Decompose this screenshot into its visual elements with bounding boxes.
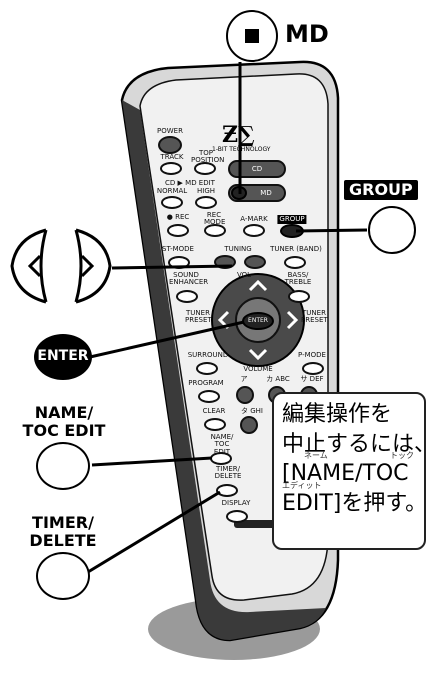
tuner-preset-right-label: TUNER PRESET (301, 309, 328, 325)
note-line2: 中止するには、 (282, 431, 430, 457)
normal-button[interactable] (161, 196, 183, 209)
brand-logo: Ƶ∑ (222, 122, 255, 148)
surround-button[interactable] (196, 362, 218, 375)
rec-mode-button[interactable] (204, 224, 226, 237)
top-position-button[interactable] (194, 162, 216, 175)
group-callout (368, 206, 416, 254)
name-toc-label-line2: TOC EDIT (22, 420, 106, 440)
rec-mode-label: REC MODE (204, 211, 226, 227)
timer-label-line1: TIMER/ (32, 513, 94, 532)
st-mode-label: ST-MODE (162, 245, 194, 253)
name-toc-label-line1: NAME/ (34, 403, 94, 422)
program-button[interactable] (198, 390, 220, 403)
note-box: 編集操作を 中止するには、 [NAME/TOC ネーム トック EDIT]を押す… (272, 392, 430, 550)
remote-side-edge (122, 100, 326, 640)
cd-label: CD (251, 165, 263, 173)
key-a-label: ア (240, 375, 248, 383)
name-toc-label: NAME/ TOC EDIT (0, 404, 128, 439)
enter-label-remote: ENTER (248, 317, 268, 324)
note-line1: 編集操作を (282, 402, 393, 427)
timer-delete-label: TIMER/ DELETE (8, 514, 118, 549)
power-button[interactable] (158, 136, 182, 154)
high-label: HIGH (196, 187, 216, 195)
key-ta-label: タ GHI (241, 407, 263, 415)
md-label: MD (285, 20, 329, 48)
volume-label: VOLUME (243, 365, 273, 373)
md-stop-callout (226, 10, 278, 62)
key-1-button[interactable] (236, 386, 254, 404)
note-line4-text: EDIT]を押す。 (282, 491, 428, 517)
p-mode-label: P-MODE (298, 351, 326, 359)
rec-button[interactable] (167, 224, 189, 237)
dpad-down-arrow (248, 348, 268, 361)
leader-timer (87, 490, 221, 574)
leader-enter (89, 320, 245, 359)
timer-delete-callout (36, 552, 90, 600)
enter-callout (34, 334, 92, 380)
track-label: TRACK (160, 153, 184, 161)
top-position-label: TOP POSITION (191, 149, 225, 165)
enter-label: ENTER (37, 348, 89, 364)
power-label: POWER (157, 127, 183, 135)
note-line3-text: [NAME/TOC (282, 461, 409, 487)
track-button[interactable] (160, 162, 182, 175)
md-label-remote: MD (260, 189, 272, 197)
leader-nav (111, 264, 233, 270)
skip-forward-icon (74, 228, 112, 304)
note-line4: EDIT]を押す。 エディット (282, 481, 427, 519)
skip-back-icon (10, 228, 48, 304)
leader-group (295, 228, 368, 233)
timer-label-line2: DELETE (29, 530, 97, 550)
bass-treble-label: BASS/ TREBLE (284, 271, 312, 287)
timer-delete-label-remote: TIMER/ DELETE (214, 465, 242, 481)
normal-label: NORMAL (156, 187, 188, 195)
key-ka-label: カ ABC (266, 375, 290, 383)
a-mark-label: A-MARK (240, 215, 268, 223)
dpad-up-arrow (248, 279, 268, 292)
display-label: DISPLAY (221, 499, 251, 507)
p-mode-button[interactable] (302, 362, 324, 375)
cd-md-edit-label: CD ▶ MD EDIT (165, 179, 215, 187)
cd-play-button[interactable] (228, 160, 286, 178)
tuner-preset-left-label: TUNER PRESET (185, 309, 212, 325)
name-toc-edit-label-remote: NAME/ TOC EDIT (210, 433, 234, 455)
stop-icon (245, 29, 259, 43)
key-4-button[interactable] (240, 416, 258, 434)
dpad-right-arrow (286, 310, 299, 330)
a-mark-button[interactable] (243, 224, 265, 237)
tuning-up-button[interactable] (244, 255, 266, 269)
timer-delete-button[interactable] (216, 484, 238, 497)
surround-label: SURROUND (187, 351, 229, 359)
sound-enhancer-button[interactable] (176, 290, 198, 303)
note-line3: [NAME/TOC ネーム トック (282, 451, 416, 489)
ruby-edit: エディット (282, 481, 322, 491)
key-sa-label: サ DEF (300, 375, 324, 383)
program-label: PROGRAM (188, 379, 224, 387)
tuning-label: TUNING (224, 245, 252, 253)
high-button[interactable] (195, 196, 217, 209)
bass-treble-button[interactable] (288, 290, 310, 303)
clear-label: CLEAR (202, 407, 226, 415)
leader-name-toc (91, 456, 213, 467)
group-label-remote: GROUP (277, 215, 307, 225)
ruby-toc: トック (390, 451, 414, 461)
group-label: GROUP (344, 180, 418, 200)
volume-top-label: VOL (236, 271, 252, 279)
clear-button[interactable] (204, 418, 226, 431)
name-toc-callout (36, 442, 90, 490)
tuner-band-button[interactable] (284, 256, 306, 269)
sound-enhancer-label: SOUND ENHANCER (169, 271, 209, 287)
display-button[interactable] (226, 510, 248, 523)
rec-label: ● REC (166, 213, 190, 221)
tuner-band-label: TUNER (BAND) (270, 245, 322, 253)
ruby-name: ネーム (304, 451, 328, 461)
